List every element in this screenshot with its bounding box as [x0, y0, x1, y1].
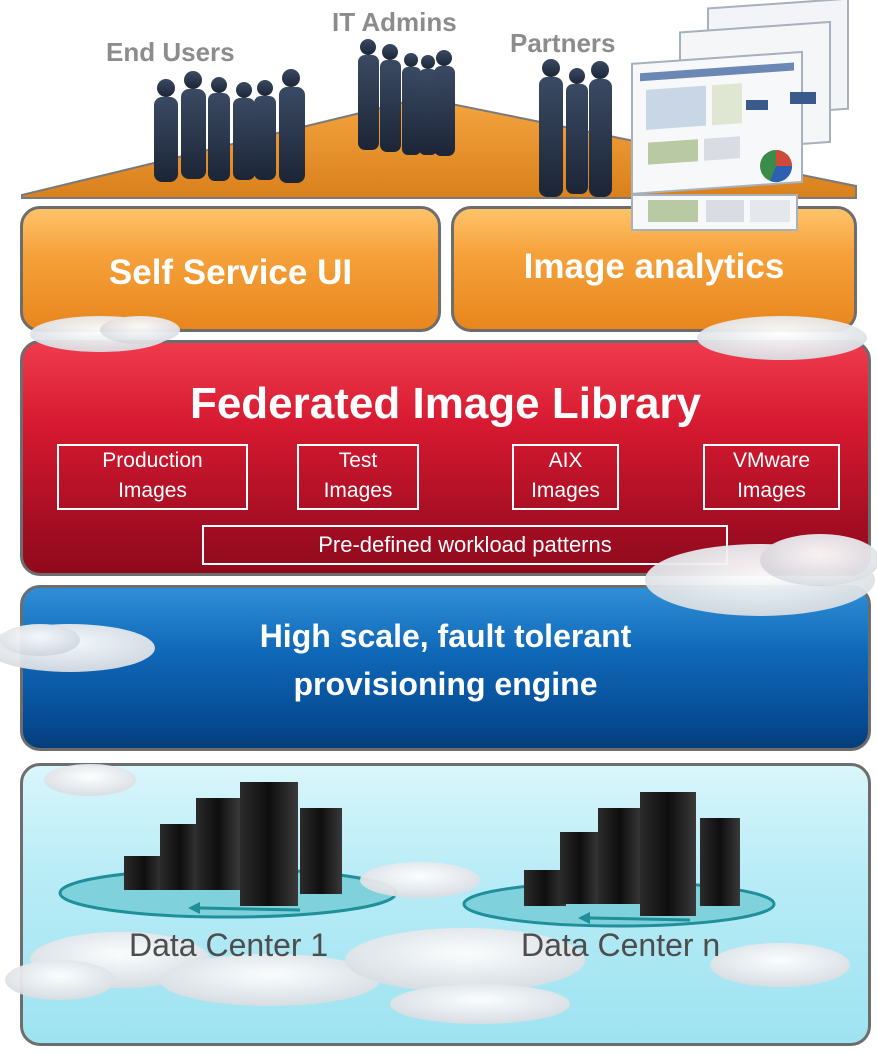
federated-image-library-title: Federated Image Library	[189, 379, 702, 428]
partners-label: Partners	[510, 28, 616, 58]
people-silhouettes-icon	[154, 39, 612, 197]
image-analytics-label: Image analytics	[523, 247, 785, 286]
vmware-images-line1: VMware	[732, 449, 811, 472]
self-service-ui-box[interactable]: Self Service UI	[20, 206, 441, 332]
datacenter-n-servers-icon	[524, 792, 740, 916]
federated-image-library-box[interactable]: Federated Image Library Production Image…	[20, 340, 871, 576]
it-admins-silhouettes	[358, 39, 455, 156]
engine-line2: provisioning engine	[293, 666, 598, 702]
data-center-1-label: Data Center 1	[129, 927, 329, 963]
it-admins-label: IT Admins	[332, 7, 457, 37]
workload-patterns-box[interactable]: Pre-defined workload patterns	[202, 525, 728, 565]
end-users-label: End Users	[106, 37, 235, 67]
end-users-silhouettes	[154, 69, 305, 183]
production-images-line2: Images	[118, 479, 187, 502]
test-images-line1: Test	[338, 449, 378, 472]
engine-line1: High scale, fault tolerant	[259, 618, 632, 654]
analytics-screens-front-icon	[631, 194, 798, 231]
test-images-box[interactable]: Test Images	[297, 444, 419, 510]
data-center-n-label: Data Center n	[521, 927, 721, 963]
test-images-line2: Images	[323, 479, 393, 502]
aix-images-box[interactable]: AIX Images	[512, 444, 619, 510]
production-images-box[interactable]: Production Images	[57, 444, 248, 510]
aix-images-line1: AIX	[548, 449, 583, 472]
clouds-decoration	[0, 316, 877, 1024]
self-service-ui-label: Self Service UI	[108, 253, 353, 292]
vmware-images-line2: Images	[737, 479, 806, 502]
workload-patterns-label: Pre-defined workload patterns	[318, 532, 612, 557]
partners-silhouettes	[539, 59, 612, 197]
production-images-line1: Production	[102, 449, 203, 472]
datacenter-1-servers-icon	[124, 782, 342, 906]
aix-images-line2: Images	[531, 479, 600, 502]
vmware-images-box[interactable]: VMware Images	[703, 444, 840, 510]
analytics-screens-icon	[631, 0, 849, 195]
